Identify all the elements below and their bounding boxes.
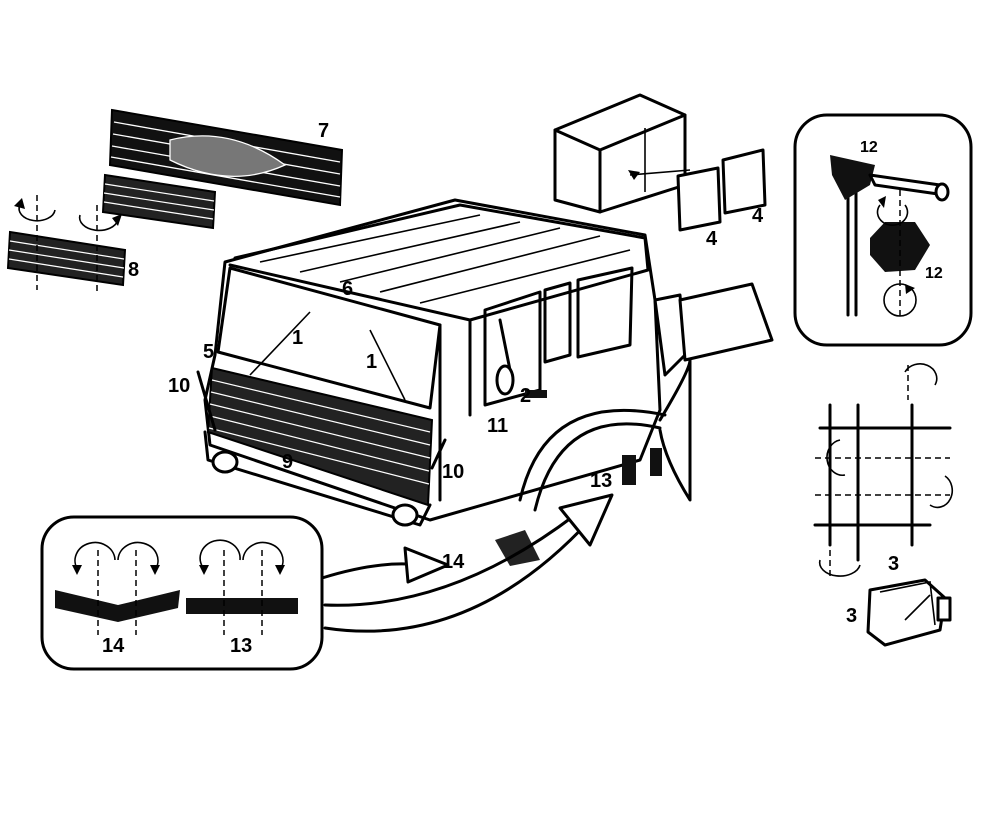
label-6: 6 [342, 278, 353, 300]
side-grille-lower [6, 230, 127, 287]
truck-cab [196, 198, 774, 566]
label-11: 11 [487, 415, 508, 437]
label-9: 9 [282, 451, 293, 473]
box-panel-a [676, 166, 722, 232]
step-grid-detail [813, 363, 954, 647]
label-12-bottom: 12 [925, 265, 943, 282]
label-3-grid: 3 [888, 553, 899, 575]
label-12-top: 12 [860, 139, 878, 156]
label-14: 14 [442, 551, 465, 573]
label-1-left: 1 [292, 327, 303, 349]
label-5: 5 [203, 341, 214, 363]
label-inset-13: 13 [230, 635, 252, 657]
step-inset [40, 515, 324, 671]
label-inset-14: 14 [102, 635, 125, 657]
label-7: 7 [318, 120, 329, 142]
box-panel-b [721, 148, 767, 215]
mirror-mount-inset [793, 113, 973, 347]
label-4b: 4 [752, 205, 764, 227]
label-4a: 4 [706, 228, 718, 250]
rotation-arrows-8 [14, 195, 122, 295]
pointer-arrows [320, 493, 614, 633]
label-2: 2 [520, 385, 531, 407]
label-3-part: 3 [846, 605, 857, 627]
side-grille-upper [101, 173, 217, 230]
label-13: 13 [590, 470, 612, 492]
front-grille-panel [108, 108, 344, 207]
storage-box [553, 93, 767, 232]
label-8: 8 [128, 259, 139, 281]
label-1-right: 1 [366, 351, 377, 373]
label-10-right: 10 [442, 461, 464, 483]
label-10-left: 10 [168, 375, 190, 397]
